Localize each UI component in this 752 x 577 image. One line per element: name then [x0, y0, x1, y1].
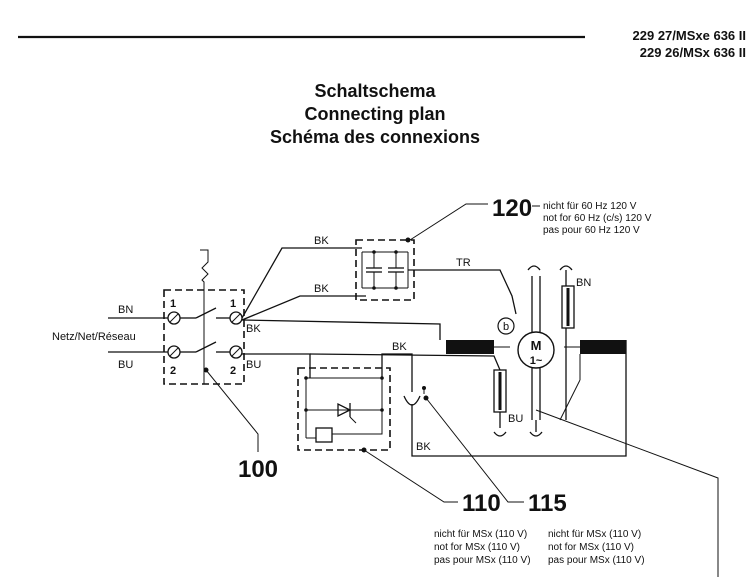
motor-b-label: b	[503, 321, 509, 333]
rectifier-module	[297, 367, 391, 453]
wire-bk-bottom-label: BK	[416, 441, 431, 453]
thermal-fuse	[403, 386, 429, 416]
wire-bk-mid	[241, 295, 366, 321]
switch-bu-label: BU	[246, 359, 261, 371]
motor-m-label: M	[531, 338, 542, 353]
terminal-2-right-label: 2	[230, 365, 236, 377]
wire-bk-rectifier	[381, 353, 413, 392]
lead-bn-label: BN	[118, 304, 133, 316]
callout-115-note-en: not for MSx (110 V)	[548, 542, 634, 553]
wire-tr-label: TR	[456, 257, 471, 269]
header-code-2: 229 26/MSx 636 II	[640, 45, 746, 60]
callout-110-number: 110	[462, 490, 501, 517]
coil-bu-label: BU	[508, 413, 523, 425]
callout-120-note-de: nicht für 60 Hz 120 V	[543, 201, 637, 212]
lead-bu-label: BU	[118, 359, 133, 371]
title-english: Connecting plan	[305, 104, 446, 124]
brush-leader-line	[535, 409, 719, 577]
field-pole-left	[446, 340, 494, 354]
title-french: Schéma des connexions	[270, 127, 480, 147]
callout-115-note-fr: pas pour MSx (110 V)	[548, 555, 645, 566]
wire-bk-top	[241, 247, 362, 319]
wire-bk-mid-label: BK	[314, 283, 329, 295]
callout-100-number: 100	[238, 456, 278, 483]
motor-symbol	[517, 331, 555, 369]
coil-bn-label: BN	[576, 277, 591, 289]
terminal-1-right-label: 1	[230, 298, 236, 310]
callout-115-number: 115	[528, 490, 567, 517]
switch-bk-label: BK	[246, 323, 261, 335]
callout-110-note-de: nicht für MSx (110 V)	[434, 529, 527, 540]
wire-bk-bottom	[411, 340, 627, 457]
main-switch: 1 1 2 2	[163, 249, 245, 385]
motor-b-marker	[497, 317, 515, 335]
suppressor-housing	[355, 239, 415, 301]
callout-110: 110 nicht für MSx (110 V) not for MSx (1…	[363, 449, 531, 566]
switch-actuator	[200, 249, 209, 384]
brush-top-left	[527, 265, 541, 271]
suppressor-capacitor	[355, 237, 415, 301]
wire-tr	[408, 269, 517, 315]
motor-phase-label: 1~	[530, 355, 543, 367]
control-box	[315, 427, 333, 443]
title-german: Schaltschema	[314, 81, 436, 101]
callout-120-number: 120	[492, 195, 532, 222]
diode-symbol	[337, 402, 352, 418]
brush-bottom-left	[493, 431, 507, 437]
callout-115-note-de: nicht für MSx (110 V)	[548, 529, 641, 540]
brush-top-right	[559, 265, 573, 271]
rectifier-housing	[297, 367, 391, 451]
callout-120-note-en: not for 60 Hz (c/s) 120 V	[543, 213, 652, 224]
wire-bk-top-label: BK	[314, 235, 329, 247]
mains-label: Netz/Net/Réseau	[52, 331, 136, 343]
motor-assembly: M 1~ b BN BU	[241, 265, 626, 437]
callout-120-note-fr: pas pour 60 Hz 120 V	[543, 225, 640, 236]
callout-115: 115 nicht für MSx (110 V) not for MSx (1…	[425, 397, 645, 566]
wire-bk-rectifier-label: BK	[392, 341, 407, 353]
brush-bottom-right	[529, 431, 543, 437]
callout-110-note-en: not for MSx (110 V)	[434, 542, 520, 553]
callout-100: 100	[205, 369, 278, 483]
terminal-2-left-label: 2	[170, 365, 176, 377]
header-code-1: 229 27/MSxe 636 II	[633, 28, 746, 43]
callout-120: 120 nicht für 60 Hz 120 V not for 60 Hz …	[409, 195, 652, 241]
terminal-1-left-label: 1	[170, 298, 176, 310]
callout-110-note-fr: pas pour MSx (110 V)	[434, 555, 531, 566]
field-pole-right	[580, 340, 626, 354]
